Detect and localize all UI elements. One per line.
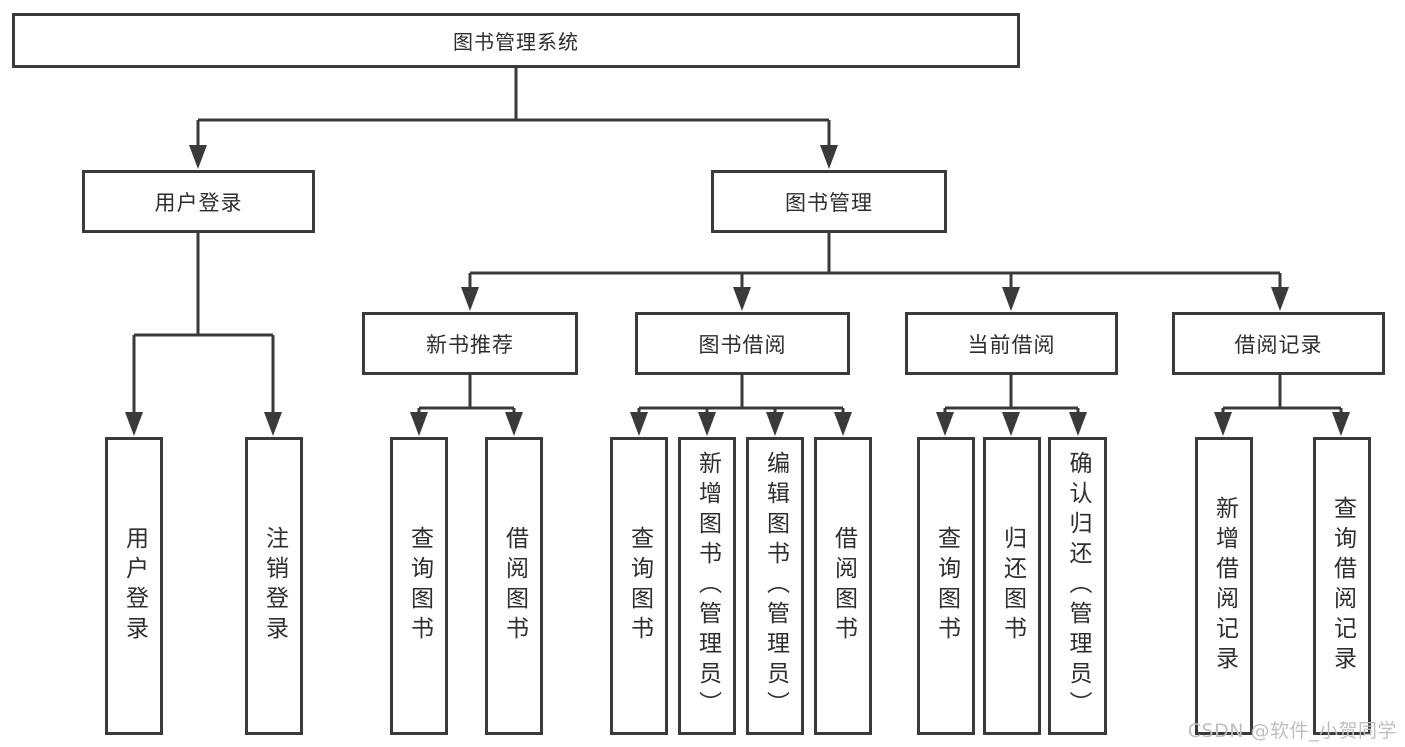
node-new-book-recommendation: 新书推荐 xyxy=(362,312,578,375)
node-label: 借阅图书 xyxy=(501,526,528,646)
node-borrow-books: 借阅图书 xyxy=(814,437,872,735)
node-label: 图书管理 xyxy=(785,190,873,215)
node-query-books: 查询图书 xyxy=(390,437,448,735)
node-borrow-books: 借阅图书 xyxy=(485,437,543,735)
node-label: 查询借阅记录 xyxy=(1329,496,1356,676)
node-label: 注销登录 xyxy=(261,526,288,646)
node-label: 确认归还（管理员） xyxy=(1065,451,1091,721)
node-query-borrow-record: 查询借阅记录 xyxy=(1313,437,1371,735)
node-edit-books-admin: 编辑图书（管理员） xyxy=(746,437,804,735)
node-label: 借阅图书 xyxy=(830,526,857,646)
node-add-books-admin: 新增图书（管理员） xyxy=(678,437,736,735)
node-return-books: 归还图书 xyxy=(983,437,1041,735)
node-current-borrowing: 当前借阅 xyxy=(905,312,1118,375)
node-add-borrow-record: 新增借阅记录 xyxy=(1195,437,1253,735)
node-label: 查询图书 xyxy=(406,526,433,646)
node-label: 查询图书 xyxy=(933,526,960,646)
node-user-login-branch: 用户登录 xyxy=(82,170,315,233)
node-library-system: 图书管理系统 xyxy=(12,13,1020,68)
node-book-management-branch: 图书管理 xyxy=(711,170,947,233)
node-query-books: 查询图书 xyxy=(610,437,668,735)
node-label: 新书推荐 xyxy=(426,332,514,357)
node-borrowing-records: 借阅记录 xyxy=(1172,312,1385,375)
node-user-login-leaf: 用户登录 xyxy=(105,437,163,735)
node-label: 查询图书 xyxy=(626,526,653,646)
node-label: 用户登录 xyxy=(154,190,243,215)
node-label: 归还图书 xyxy=(999,526,1026,646)
node-query-books: 查询图书 xyxy=(917,437,975,735)
node-label: 图书借阅 xyxy=(698,332,787,357)
node-label: 当前借阅 xyxy=(967,332,1056,357)
node-label: 编辑图书（管理员） xyxy=(762,451,789,721)
node-confirm-return-admin: 确认归还（管理员） xyxy=(1048,437,1107,735)
node-label: 新增图书（管理员） xyxy=(694,451,721,721)
node-label: 用户登录 xyxy=(121,526,148,646)
node-label: 新增借阅记录 xyxy=(1211,496,1238,676)
node-book-borrowing: 图书借阅 xyxy=(635,312,850,375)
node-label: 借阅记录 xyxy=(1234,332,1323,357)
node-label: 图书管理系统 xyxy=(453,30,579,54)
node-logout-leaf: 注销登录 xyxy=(245,437,303,735)
